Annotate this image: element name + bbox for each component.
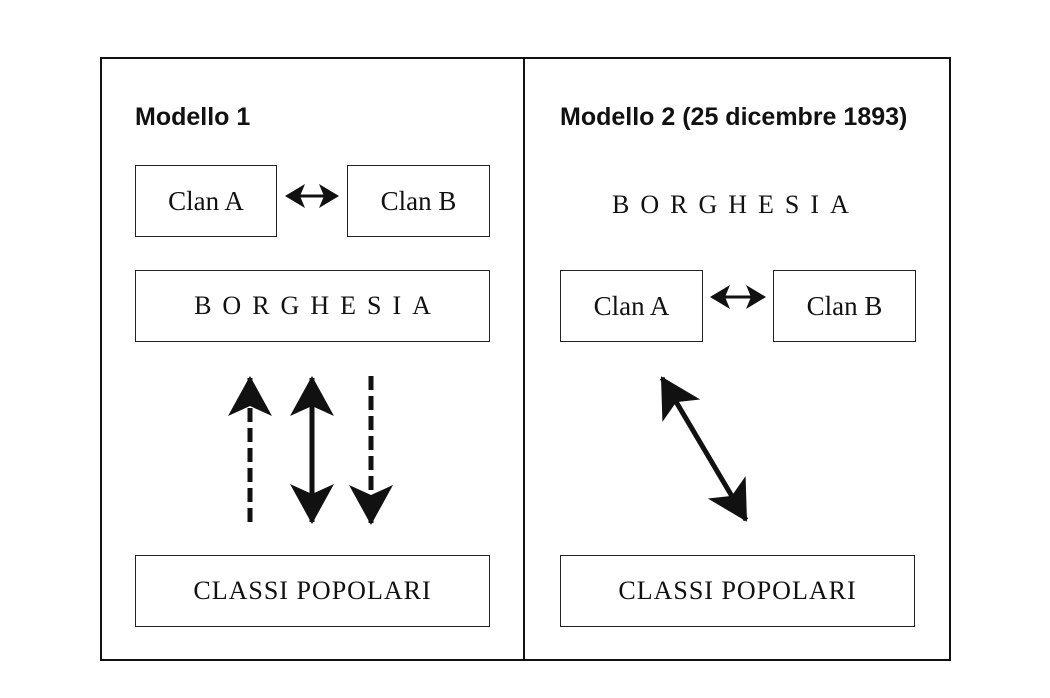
left-classi-popolari-box: CLASSI POPOLARI xyxy=(135,555,490,627)
right-clan-b-box: Clan B xyxy=(773,270,916,342)
left-clan-a-box: Clan A xyxy=(135,165,277,237)
left-clan-b-label: Clan B xyxy=(380,185,457,216)
panel-divider xyxy=(523,57,525,661)
model-2-title: Modello 2 (25 dicembre 1893) xyxy=(560,103,908,131)
diagram-frame xyxy=(100,57,951,661)
right-classi-popolari-box: CLASSI POPOLARI xyxy=(560,555,915,627)
right-clan-a-label: Clan A xyxy=(593,290,670,321)
right-borghesia-label: BORGHESIA xyxy=(612,190,860,219)
left-borghesia-box: BORGHESIA xyxy=(135,270,490,342)
left-clan-b-box: Clan B xyxy=(347,165,490,237)
left-classi-popolari-label: CLASSI POPOLARI xyxy=(193,576,432,605)
right-classi-popolari-label: CLASSI POPOLARI xyxy=(618,576,857,605)
right-clan-b-label: Clan B xyxy=(806,290,883,321)
right-clan-a-box: Clan A xyxy=(560,270,703,342)
right-diagonal-double-arrow xyxy=(659,376,749,522)
left-clan-a-label: Clan A xyxy=(168,185,244,216)
left-borghesia-label: BORGHESIA xyxy=(194,291,442,320)
model-1-title: Modello 1 xyxy=(135,103,251,131)
